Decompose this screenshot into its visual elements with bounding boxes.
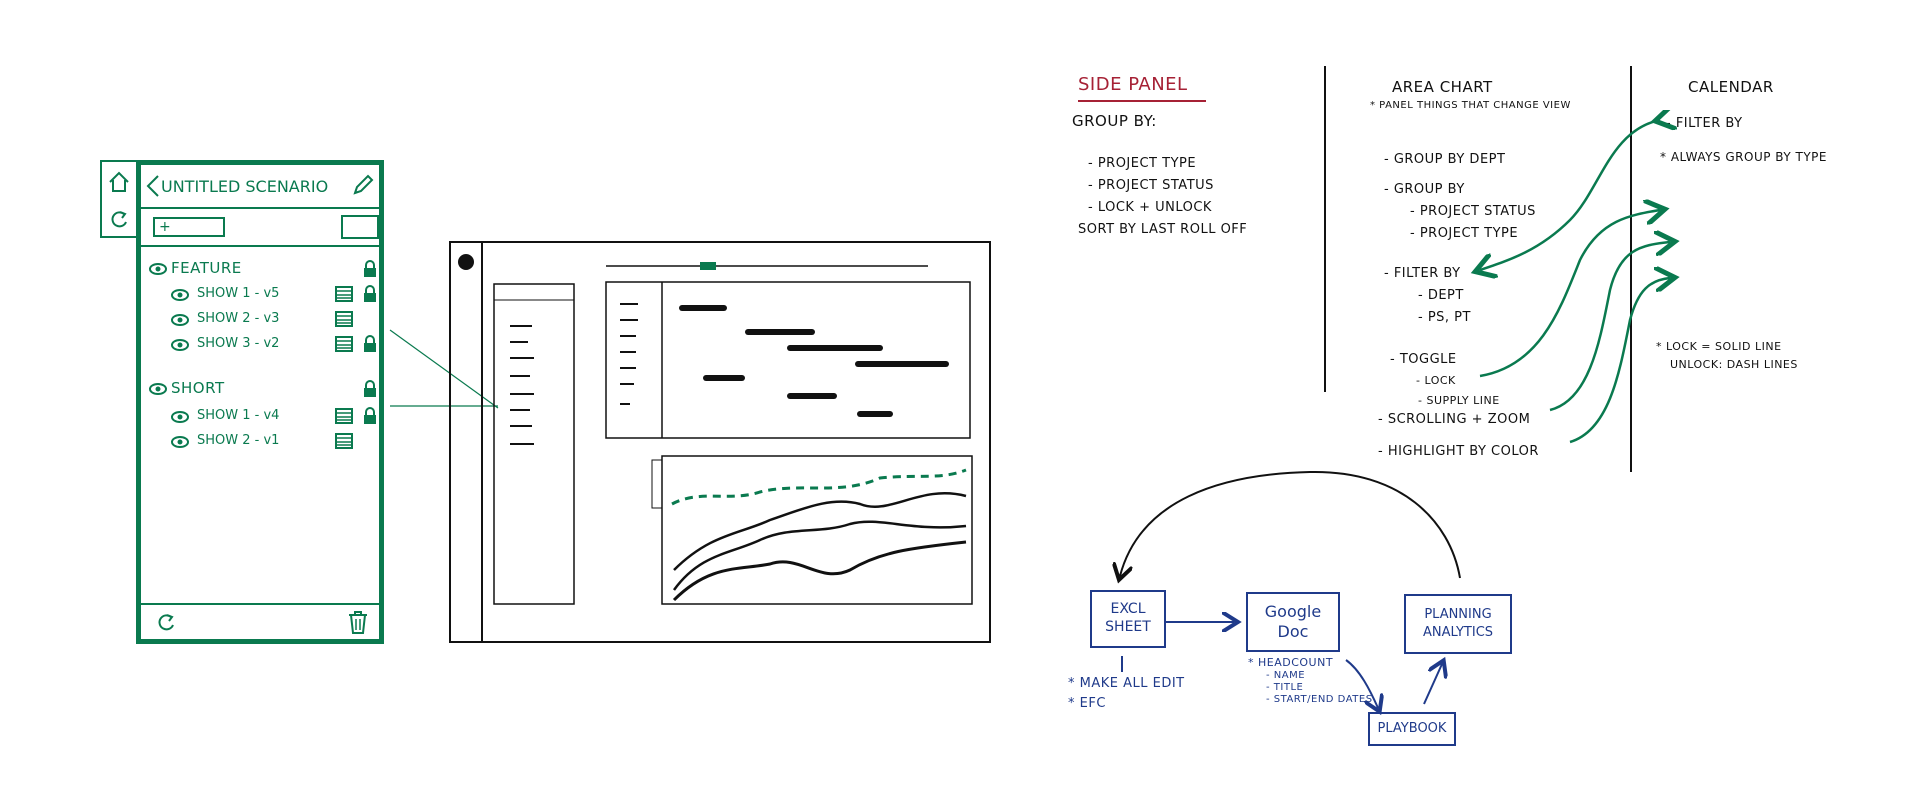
eye-icon[interactable] (171, 435, 189, 449)
flow-note: - START/END DATES (1266, 694, 1373, 705)
playbook-label: PLAYBOOK (1377, 721, 1447, 736)
flow-note: - TITLE (1266, 682, 1304, 693)
eye-icon[interactable] (149, 382, 167, 396)
scenario-panel: UNTITLED SCENARIO + FEATURE SHOW 1 - v5 … (136, 160, 384, 644)
flow-note: * HEADCOUNT (1248, 656, 1334, 669)
lock-icon[interactable] (363, 260, 377, 278)
planning-box: PLANNING ANALYTICS (1404, 594, 1512, 654)
refresh-icon[interactable] (108, 208, 130, 230)
note-line: - LOCK (1416, 374, 1456, 387)
show-label: SHOW 2 - v3 (197, 311, 280, 326)
show-label: SHOW 2 - v1 (197, 433, 280, 448)
group-label: SHORT (171, 379, 225, 397)
note-line: SORT BY LAST ROLL OFF (1078, 222, 1248, 237)
note-line: UNLOCK: DASH LINES (1670, 358, 1798, 371)
note-line: - PROJECT TYPE (1088, 156, 1197, 171)
note-line: - TOGGLE (1390, 352, 1457, 367)
pencil-icon[interactable] (351, 173, 375, 197)
flow-arrows (1080, 470, 1461, 760)
arrow-connectors (1460, 110, 1690, 444)
note-line: - FILTER BY (1384, 266, 1461, 281)
flow-note: - NAME (1266, 670, 1306, 681)
note-line: * PANEL THINGS THAT CHANGE VIEW (1370, 100, 1571, 111)
trash-icon[interactable] (347, 609, 369, 635)
playbook-box: PLAYBOOK (1368, 712, 1456, 746)
show-label: SHOW 3 - v2 (197, 336, 280, 351)
list-item[interactable]: SHOW 3 - v2 (171, 335, 377, 355)
lock-icon[interactable] (363, 285, 377, 303)
eye-icon[interactable] (149, 262, 167, 276)
eye-icon[interactable] (171, 338, 189, 352)
google-doc-label: Google Doc (1264, 602, 1322, 641)
note-line: - HIGHLIGHT BY COLOR (1378, 444, 1539, 459)
excel-label: EXCL SHEET (1105, 601, 1151, 635)
eye-icon[interactable] (171, 410, 189, 424)
list-item[interactable]: SHOW 1 - v5 (171, 285, 377, 305)
lock-icon[interactable] (363, 335, 377, 353)
calendar-icon[interactable] (335, 433, 353, 449)
refresh-icon[interactable] (155, 611, 177, 633)
divider (141, 603, 379, 605)
calendar-icon[interactable] (335, 286, 353, 302)
dashboard-wireframe (449, 241, 991, 643)
column-divider (1324, 66, 1326, 392)
calendar-icon[interactable] (335, 336, 353, 352)
eye-icon[interactable] (171, 288, 189, 302)
group-row-short[interactable]: SHORT (149, 379, 377, 401)
note-line: - GROUP BY (1384, 182, 1465, 197)
group-by-label: GROUP BY: (1072, 112, 1157, 130)
calendar-icon[interactable] (335, 408, 353, 424)
scenario-input[interactable]: + (153, 217, 225, 237)
google-doc-box: Google Doc (1246, 592, 1340, 652)
flow-note: * MAKE ALL EDIT (1068, 676, 1185, 691)
connector-lines (389, 329, 499, 409)
note-line: - SUPPLY LINE (1418, 394, 1500, 407)
note-line: - PROJECT STATUS (1088, 178, 1214, 193)
show-label: SHOW 1 - v5 (197, 286, 280, 301)
divider (141, 245, 379, 247)
heading-underline (1078, 100, 1206, 102)
note-line: - SCROLLING + ZOOM (1378, 412, 1531, 427)
calendar-heading: CALENDAR (1688, 78, 1774, 96)
flow-note: * EFC (1068, 696, 1106, 711)
note-line: - DEPT (1418, 288, 1464, 303)
excel-box: EXCL SHEET (1090, 590, 1166, 648)
scenario-action-box[interactable] (341, 215, 379, 239)
scenario-title[interactable]: UNTITLED SCENARIO (161, 177, 329, 196)
group-row-feature[interactable]: FEATURE (149, 259, 377, 281)
list-item[interactable]: SHOW 1 - v4 (171, 407, 377, 427)
show-label: SHOW 1 - v4 (197, 408, 280, 423)
note-line: - LOCK + UNLOCK (1088, 200, 1212, 215)
note-line: - FILTER BY (1666, 116, 1743, 131)
planning-label: PLANNING ANALYTICS (1422, 607, 1494, 640)
divider (141, 207, 379, 209)
home-icon[interactable] (107, 170, 131, 194)
group-label: FEATURE (171, 259, 242, 277)
note-line: * LOCK = SOLID LINE (1656, 340, 1782, 353)
lock-icon[interactable] (363, 407, 377, 425)
note-line: - PS, PT (1418, 310, 1471, 325)
panel-nav-rail (100, 160, 136, 238)
list-item[interactable]: SHOW 2 - v3 (171, 310, 375, 330)
list-item[interactable]: SHOW 2 - v1 (171, 432, 375, 452)
side-panel-heading: SIDE PANEL (1078, 74, 1188, 95)
eye-icon[interactable] (171, 313, 189, 327)
calendar-icon[interactable] (335, 311, 353, 327)
area-chart-heading: AREA CHART (1392, 78, 1493, 96)
lock-icon[interactable] (363, 380, 377, 398)
back-chevron-icon[interactable] (145, 173, 161, 199)
note-line: * ALWAYS GROUP BY TYPE (1660, 150, 1827, 164)
